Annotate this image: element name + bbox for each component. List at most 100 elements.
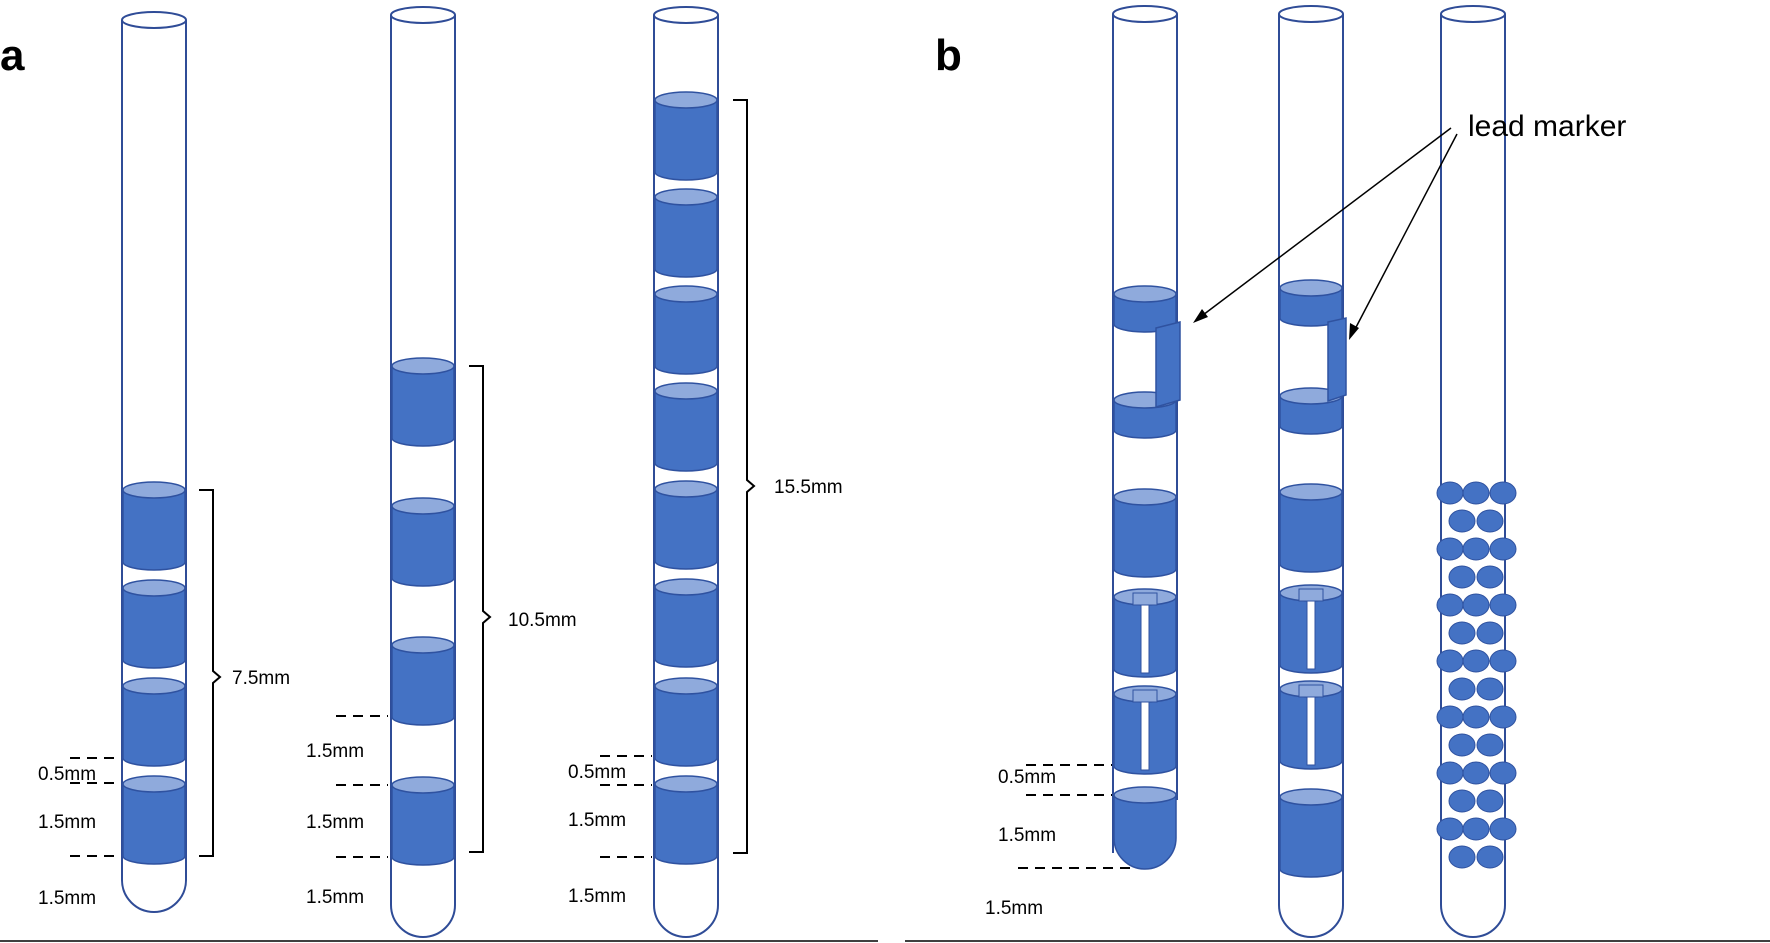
bead-21 <box>1436 705 1464 729</box>
ring-a2-4 <box>391 776 455 866</box>
bead-34 <box>1448 845 1476 869</box>
tube-a2-rings <box>391 357 455 866</box>
tube-b2 <box>1278 5 1347 938</box>
bead-6 <box>1436 537 1464 561</box>
bead-25 <box>1476 733 1504 757</box>
bead-8 <box>1489 537 1517 561</box>
lead-arrow-2-head <box>1349 323 1359 340</box>
tube-a3-rim <box>653 6 719 24</box>
ring-b2-lead-top <box>1279 279 1343 327</box>
brace-a3 <box>733 99 756 854</box>
bead-16 <box>1436 649 1464 673</box>
ring-a1-2 <box>122 579 186 669</box>
ring-b2-3 <box>1279 483 1343 573</box>
brace-a2 <box>469 365 492 853</box>
lead-arrow-1 <box>1198 127 1452 319</box>
bead-17 <box>1462 649 1490 673</box>
ring-a3-5 <box>654 480 718 570</box>
label-b-bottom: 1.5mm <box>985 898 1043 919</box>
tube-b3 <box>1436 5 1517 938</box>
tube-b1-bottom-cap-top <box>1113 786 1177 804</box>
label-a3-ring: 1.5mm <box>568 810 626 831</box>
label-a1-bottom: 1.5mm <box>38 888 96 909</box>
bead-9 <box>1448 565 1476 589</box>
bead-30 <box>1476 789 1504 813</box>
label-a3-gap: 0.5mm <box>568 762 626 783</box>
tube-b2-rings <box>1279 279 1343 878</box>
ring-a3-4 <box>654 382 718 472</box>
tube-a2-rim <box>390 6 456 24</box>
ring-a3-2 <box>654 188 718 278</box>
ring-b2-lead-bottom <box>1279 387 1343 435</box>
bead-5 <box>1476 509 1504 533</box>
bead-3 <box>1489 481 1517 505</box>
ring-a2-1 <box>391 357 455 447</box>
ring-b1-lead-top <box>1113 285 1177 333</box>
ring-a1-3 <box>122 677 186 767</box>
ring-a1-4 <box>122 775 186 865</box>
label-a3-span: 15.5mm <box>774 477 843 498</box>
lead-arrow-2 <box>1352 133 1458 334</box>
ring-a2-2 <box>391 497 455 587</box>
ring-b1-3 <box>1113 488 1177 578</box>
bead-35 <box>1476 845 1504 869</box>
label-a2-bottom: 1.5mm <box>306 887 364 908</box>
label-b-gap: 0.5mm <box>998 767 1056 788</box>
bead-26 <box>1436 761 1464 785</box>
tube-a1-outline <box>121 20 187 913</box>
ring-a2-3 <box>391 636 455 726</box>
tube-b3-outline <box>1440 14 1506 938</box>
tube-b1 <box>1112 5 1181 870</box>
tube-a3 <box>653 6 719 938</box>
label-a1-ring: 1.5mm <box>38 812 96 833</box>
ring-b2-5 <box>1279 680 1343 770</box>
tube-b1-rings <box>1113 285 1177 775</box>
label-a2-span: 10.5mm <box>508 610 577 631</box>
ring-a1-1 <box>122 481 186 571</box>
ring-a3-8 <box>654 775 718 865</box>
bead-4 <box>1448 509 1476 533</box>
bead-2 <box>1462 481 1490 505</box>
bead-33 <box>1489 817 1517 841</box>
bead-29 <box>1448 789 1476 813</box>
brace-a1 <box>199 489 222 857</box>
tube-b1-rim <box>1112 5 1178 23</box>
ring-b1-5 <box>1113 685 1177 775</box>
bead-27 <box>1462 761 1490 785</box>
bead-13 <box>1489 593 1517 617</box>
ring-a3-6 <box>654 578 718 668</box>
ring-b2-4 <box>1279 584 1343 674</box>
tube-b2-outline <box>1278 14 1344 938</box>
tube-b2-rim <box>1278 5 1344 23</box>
bead-1 <box>1436 481 1464 505</box>
bead-24 <box>1448 733 1476 757</box>
label-a3-bottom: 1.5mm <box>568 886 626 907</box>
tube-a3-outline <box>653 15 719 938</box>
label-a1-gap: 0.5mm <box>38 764 96 785</box>
bead-31 <box>1436 817 1464 841</box>
label-a2-ring: 1.5mm <box>306 812 364 833</box>
tube-b1-outline <box>1112 14 1178 853</box>
bead-14 <box>1448 621 1476 645</box>
label-a2-gap: 1.5mm <box>306 741 364 762</box>
lead-marker-label: lead marker <box>1468 110 1626 143</box>
bead-19 <box>1448 677 1476 701</box>
ring-b1-4 <box>1113 588 1177 678</box>
label-a1-span: 7.5mm <box>232 668 290 689</box>
bead-22 <box>1462 705 1490 729</box>
ring-b2-6 <box>1279 788 1343 878</box>
label-b-ring: 1.5mm <box>998 825 1056 846</box>
ring-a3-7 <box>654 677 718 767</box>
tube-b3-beads <box>1436 481 1517 869</box>
tube-b2-lead-tab <box>1327 317 1347 403</box>
panel-label-b: b <box>935 31 962 80</box>
bead-15 <box>1476 621 1504 645</box>
ring-a3-1 <box>654 91 718 181</box>
tube-a1-rim <box>121 11 187 29</box>
bead-18 <box>1489 649 1517 673</box>
tube-b1-bottom-cap <box>1113 794 1177 870</box>
bead-12 <box>1462 593 1490 617</box>
bead-10 <box>1476 565 1504 589</box>
bead-11 <box>1436 593 1464 617</box>
